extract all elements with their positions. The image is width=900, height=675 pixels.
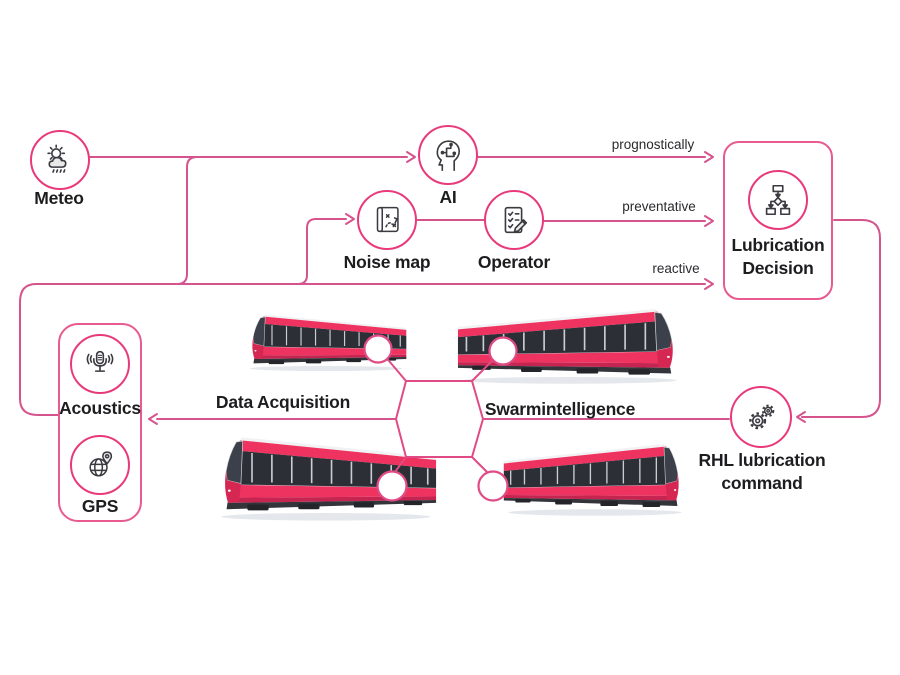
operator-node bbox=[484, 190, 544, 250]
rhl-command-label: RHL lubrication command bbox=[698, 450, 826, 493]
ai-head-circuit-icon bbox=[436, 140, 461, 172]
tram-link-node-top-right bbox=[488, 336, 518, 366]
edge-label-prognostically: prognostically bbox=[611, 137, 695, 152]
rhl-command-node bbox=[730, 386, 792, 448]
meteo-node bbox=[30, 130, 90, 190]
route-map-icon bbox=[376, 206, 399, 233]
ai-label: AI bbox=[439, 187, 457, 207]
acoustics-node bbox=[70, 334, 130, 394]
microphone-icon bbox=[86, 350, 114, 372]
connector-reactive-loop bbox=[19, 283, 706, 416]
edge-label-preventative: preventative bbox=[622, 199, 696, 214]
arrowhead-into-ai bbox=[406, 151, 416, 163]
lubrication-decision-box bbox=[723, 141, 833, 300]
swarmintelligence-label: Swarmintelligence bbox=[484, 399, 636, 419]
meteo-label: Meteo bbox=[34, 188, 84, 208]
gps-node bbox=[70, 435, 130, 495]
noise-map-node bbox=[357, 190, 417, 250]
tram-link-node-bottom-left bbox=[376, 470, 408, 502]
flowchart-icon bbox=[765, 184, 791, 216]
sun-rain-cloud-icon bbox=[47, 144, 67, 173]
arrowhead-prognostically bbox=[704, 151, 714, 163]
lubrication-decision-node bbox=[748, 170, 808, 230]
noise-map-label: Noise map bbox=[343, 252, 431, 272]
gps-label: GPS bbox=[81, 496, 119, 516]
swarm-hexagon bbox=[395, 380, 484, 458]
arrowhead-into-rhl bbox=[796, 411, 806, 423]
edge-label-reactive: reactive bbox=[652, 261, 700, 276]
gears-icon bbox=[749, 404, 775, 430]
arrowhead-reactive bbox=[704, 278, 714, 290]
globe-pin-icon bbox=[89, 451, 113, 477]
checklist-pencil-icon bbox=[504, 206, 528, 234]
tram-link-node-top-left bbox=[363, 334, 393, 364]
tram-bottom-right bbox=[502, 443, 683, 517]
sensors-box bbox=[58, 323, 142, 522]
connector-branch-meteo-junction bbox=[176, 156, 198, 285]
connector-branch-to-noise-map bbox=[297, 218, 347, 285]
operator-label: Operator bbox=[477, 252, 551, 272]
ai-node bbox=[418, 125, 478, 185]
data-acquisition-label: Data Acquisition bbox=[215, 392, 351, 412]
arrowhead-preventative bbox=[704, 215, 714, 227]
arrowhead-into-acoustics-box bbox=[148, 413, 158, 425]
tram-link-node-bottom-right bbox=[477, 470, 509, 502]
connector-decision-to-rhl bbox=[801, 219, 881, 418]
acoustics-label: Acoustics bbox=[59, 398, 141, 418]
lubrication-decision-label: Lubrication Decision bbox=[731, 235, 825, 278]
arrowhead-into-noise-map bbox=[345, 213, 355, 225]
hexagon-corner-links bbox=[383, 354, 497, 473]
